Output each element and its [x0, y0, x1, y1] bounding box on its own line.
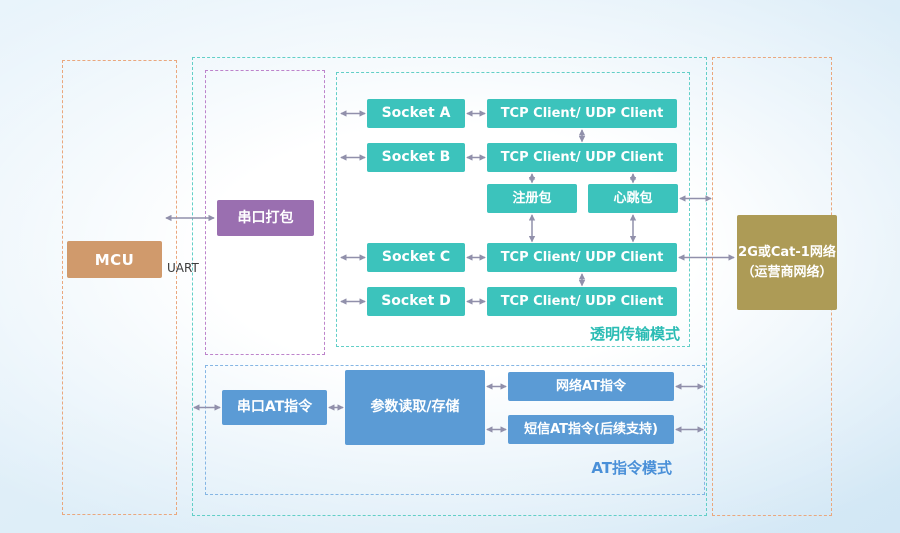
mcu-box: MCU	[67, 241, 162, 278]
param-rw-box: 参数读取/存储	[345, 370, 485, 445]
network-at-box: 网络AT指令	[508, 372, 674, 401]
tcp-udp-client-box-1: TCP Client/ UDP Client	[487, 99, 677, 128]
tcp-udp-client-box-2: TCP Client/ UDP Client	[487, 143, 677, 172]
transparent-mode-region	[336, 72, 690, 347]
at-mode-region	[205, 365, 705, 495]
sms-at-box: 短信AT指令(后续支持)	[508, 415, 674, 444]
socket-b-box: Socket B	[367, 143, 465, 172]
carrier-network-line2: （运营商网络）	[741, 264, 833, 280]
socket-c-box: Socket C	[367, 243, 465, 272]
heartbeat-packet-box: 心跳包	[588, 184, 678, 213]
uart-label: UART	[167, 261, 199, 275]
module-region	[192, 57, 707, 516]
carrier-network-box: 2G或Cat-1网络 （运营商网络）	[737, 215, 837, 310]
tcp-udp-client-box-4: TCP Client/ UDP Client	[487, 287, 677, 316]
transparent-mode-label: 透明传输模式	[589, 325, 680, 343]
serial-pack-region	[205, 70, 325, 355]
register-packet-box: 注册包	[487, 184, 577, 213]
serial-at-box: 串口AT指令	[222, 390, 327, 425]
at-mode-label: AT指令模式	[591, 459, 672, 477]
socket-a-box: Socket A	[367, 99, 465, 128]
tcp-udp-client-box-3: TCP Client/ UDP Client	[487, 243, 677, 272]
mcu-host-region	[62, 60, 177, 515]
serial-pack-box: 串口打包	[217, 200, 314, 236]
socket-d-box: Socket D	[367, 287, 465, 316]
carrier-network-line1: 2G或Cat-1网络	[738, 245, 836, 260]
